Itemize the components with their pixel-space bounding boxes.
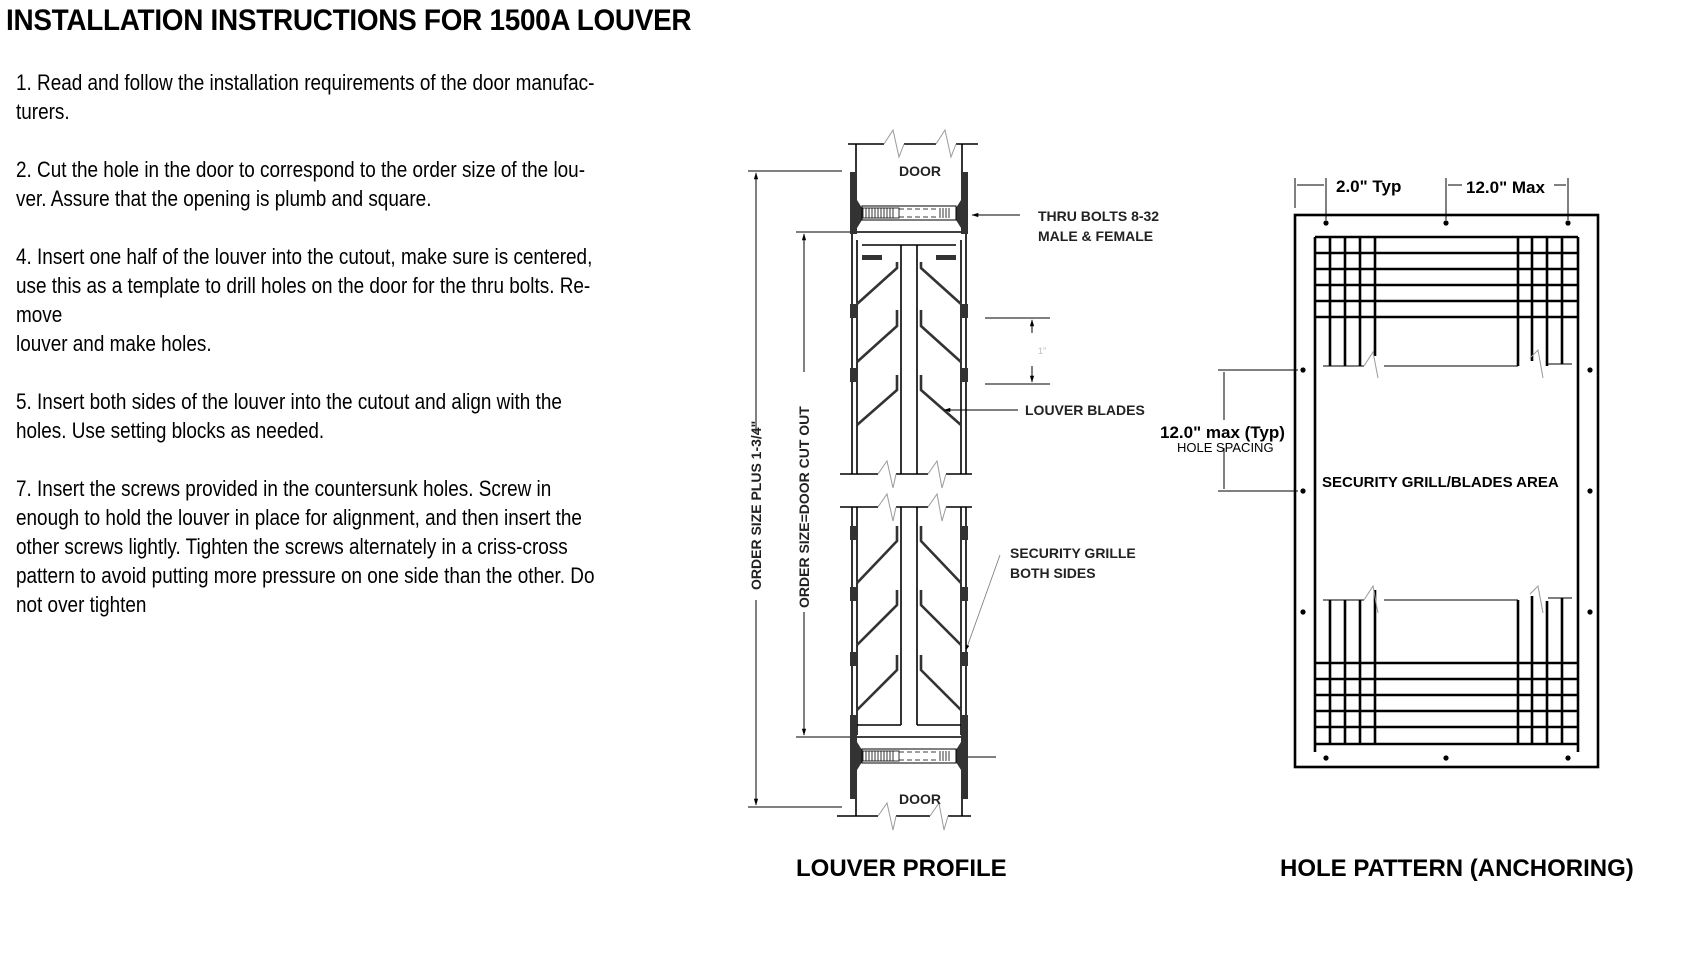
instruction-step: 4. Insert one half of the louver into th… bbox=[16, 244, 593, 356]
louver-blades-label: LOUVER BLADES bbox=[1025, 402, 1145, 418]
instruction-step: 5. Insert both sides of the louver into … bbox=[16, 389, 562, 443]
louver-blades-lower bbox=[840, 492, 972, 735]
anchor-hole bbox=[1565, 755, 1571, 761]
vertical-dim-sublabel: HOLE SPACING bbox=[1177, 440, 1274, 455]
hole-pattern-drawing bbox=[1218, 178, 1600, 769]
dimension-edge-2in bbox=[1294, 178, 1327, 220]
anchor-hole bbox=[1587, 367, 1593, 373]
security-grille-sublabel: BOTH SIDES bbox=[1010, 565, 1096, 581]
anchor-hole bbox=[1587, 609, 1593, 615]
door-cutout-label: ORDER SIZE=DOOR CUT OUT bbox=[796, 406, 812, 608]
blade-spacing-label: 1" bbox=[1038, 346, 1046, 356]
page-title: INSTALLATION INSTRUCTIONS FOR 1500A LOUV… bbox=[6, 4, 692, 37]
order-size-plus-label: ORDER SIZE PLUS 1-3/4" bbox=[748, 421, 764, 590]
security-grille-label: SECURITY GRILLE bbox=[1010, 545, 1136, 561]
instruction-step: 7. Insert the screws provided in the cou… bbox=[16, 476, 595, 617]
anchor-hole bbox=[1300, 609, 1306, 615]
anchor-hole bbox=[1443, 755, 1449, 761]
instruction-step: 1. Read and follow the installation requ… bbox=[16, 70, 595, 124]
security-grille-leader bbox=[965, 554, 1001, 651]
dimension-hole-spacing-12in bbox=[1445, 178, 1569, 220]
hole-pattern-caption: HOLE PATTERN (ANCHORING) bbox=[1280, 855, 1634, 882]
grill-area-label: SECURITY GRILL/BLADES AREA bbox=[1322, 474, 1559, 491]
security-grille-bottom bbox=[1315, 590, 1578, 746]
vertical-dim-label: 12.0" max (Typ) bbox=[1160, 423, 1285, 442]
security-grille-top bbox=[1315, 235, 1578, 366]
dimension-blade-spacing bbox=[985, 317, 1050, 385]
instruction-steps: 1. Read and follow the installation requ… bbox=[16, 68, 716, 648]
anchor-holes bbox=[1300, 220, 1593, 761]
anchor-hole bbox=[1300, 367, 1306, 373]
door-top-section bbox=[848, 128, 978, 234]
spacing-dim-label: 12.0" Max bbox=[1466, 178, 1545, 197]
door-bottom-section bbox=[837, 715, 996, 831]
louver-frame bbox=[1293, 213, 1600, 769]
anchor-hole bbox=[1587, 488, 1593, 494]
dimension-vertical-spacing bbox=[1218, 369, 1298, 492]
anchor-hole bbox=[1323, 755, 1329, 761]
louver-profile-caption: LOUVER PROFILE bbox=[796, 855, 1007, 882]
instruction-step: 2. Cut the hole in the door to correspon… bbox=[16, 157, 585, 211]
anchor-hole bbox=[1323, 220, 1329, 226]
louver-blades-upper bbox=[840, 234, 972, 489]
anchor-hole bbox=[1300, 488, 1306, 494]
dimension-order-size-plus bbox=[748, 170, 842, 808]
edge-dim-label: 2.0" Typ bbox=[1336, 177, 1401, 196]
anchor-hole bbox=[1443, 220, 1449, 226]
thru-bolts-sublabel: MALE & FEMALE bbox=[1038, 228, 1153, 244]
dimension-door-cutout bbox=[796, 231, 850, 738]
door-top-label: DOOR bbox=[899, 163, 941, 179]
anchor-hole bbox=[1565, 220, 1571, 226]
louver-profile-drawing bbox=[748, 128, 1050, 831]
thru-bolts-label: THRU BOLTS 8-32 bbox=[1038, 208, 1159, 224]
door-bottom-label: DOOR bbox=[899, 791, 941, 807]
